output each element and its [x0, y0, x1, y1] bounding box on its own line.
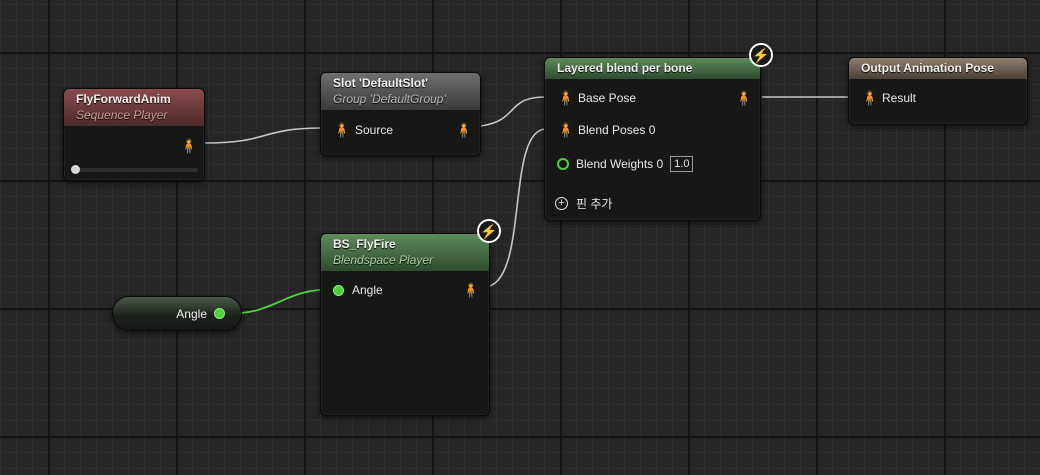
- blend-weights-pin[interactable]: Blend Weights 0 1.0: [557, 156, 694, 172]
- node-subtitle: Blendspace Player: [333, 253, 434, 267]
- node-header: BS_FlyFire Blendspace Player: [321, 234, 489, 271]
- pin-label: Base Pose: [578, 91, 637, 105]
- float-pin-icon: [557, 158, 569, 170]
- person-pose-icon: 🧍: [557, 122, 575, 138]
- node-title: Output Animation Pose: [861, 61, 994, 75]
- angle-pin[interactable]: Angle: [333, 283, 383, 297]
- add-pin-label: 핀 추가: [576, 197, 613, 211]
- add-pin-button[interactable]: + 핀 추가: [555, 195, 612, 212]
- node-header: FlyForwardAnim Sequence Player: [64, 89, 204, 126]
- node-slot-defaultslot[interactable]: Slot 'DefaultSlot' Group 'DefaultGroup' …: [320, 72, 481, 156]
- plus-circle-icon: +: [555, 197, 568, 210]
- node-title: Slot 'DefaultSlot': [333, 76, 429, 90]
- variable-angle-getter[interactable]: Angle: [112, 296, 242, 331]
- lightning-bolt-icon: ⚡: [749, 43, 773, 67]
- pin-label: Result: [882, 91, 917, 105]
- output-pose-pin[interactable]: 🧍: [735, 90, 753, 106]
- person-pose-icon: 🧍: [462, 282, 480, 298]
- base-pose-pin[interactable]: 🧍 Base Pose: [557, 91, 636, 105]
- blend-weights-input[interactable]: 1.0: [670, 156, 694, 172]
- output-pose-pin[interactable]: 🧍: [462, 282, 480, 298]
- node-flyforward-anim[interactable]: FlyForwardAnim Sequence Player 🧍: [63, 88, 205, 181]
- node-layered-blend-per-bone[interactable]: Layered blend per bone 🧍 Base Pose 🧍 🧍 B…: [544, 57, 761, 221]
- output-pose-pin[interactable]: 🧍: [455, 122, 473, 138]
- node-title: BS_FlyFire: [333, 237, 396, 251]
- node-header: Layered blend per bone: [545, 58, 760, 79]
- float-output-pin[interactable]: [214, 308, 225, 319]
- node-title: Layered blend per bone: [557, 61, 693, 75]
- person-pose-icon: 🧍: [735, 90, 753, 106]
- blend-poses-pin[interactable]: 🧍 Blend Poses 0: [557, 123, 655, 137]
- person-pose-icon: 🧍: [333, 122, 351, 138]
- node-output-animation-pose[interactable]: Output Animation Pose 🧍 Result: [848, 57, 1028, 125]
- person-pose-icon: 🧍: [861, 90, 879, 106]
- variable-label: Angle: [176, 307, 207, 321]
- pin-label: Blend Weights 0: [576, 157, 664, 171]
- node-title: FlyForwardAnim: [76, 92, 171, 106]
- wire-flyforward-to-slot: [204, 127, 323, 144]
- pin-label: Blend Poses 0: [578, 123, 656, 137]
- node-header: Output Animation Pose: [849, 58, 1027, 79]
- playback-slider[interactable]: [71, 165, 198, 174]
- slider-knob[interactable]: [71, 165, 80, 174]
- node-bs-flyfire[interactable]: BS_FlyFire Blendspace Player Angle 🧍: [320, 233, 490, 416]
- wire-bsflyfire-to-blendposes: [483, 128, 547, 288]
- person-pose-icon: 🧍: [455, 122, 473, 138]
- lightning-bolt-icon: ⚡: [477, 219, 501, 243]
- person-pose-icon: 🧍: [557, 90, 575, 106]
- output-pose-pin[interactable]: 🧍: [180, 138, 198, 154]
- pin-label: Source: [355, 123, 394, 137]
- node-subtitle: Sequence Player: [76, 108, 168, 122]
- person-pose-icon: 🧍: [180, 138, 198, 154]
- wire-slot-to-basepose: [480, 96, 547, 127]
- source-pin[interactable]: 🧍 Source: [333, 123, 393, 137]
- node-subtitle: Group 'DefaultGroup': [333, 92, 446, 106]
- float-pin-icon: [333, 284, 344, 296]
- node-header: Slot 'DefaultSlot' Group 'DefaultGroup': [321, 73, 480, 110]
- result-pin[interactable]: 🧍 Result: [861, 91, 916, 105]
- pin-label: Angle: [352, 283, 383, 297]
